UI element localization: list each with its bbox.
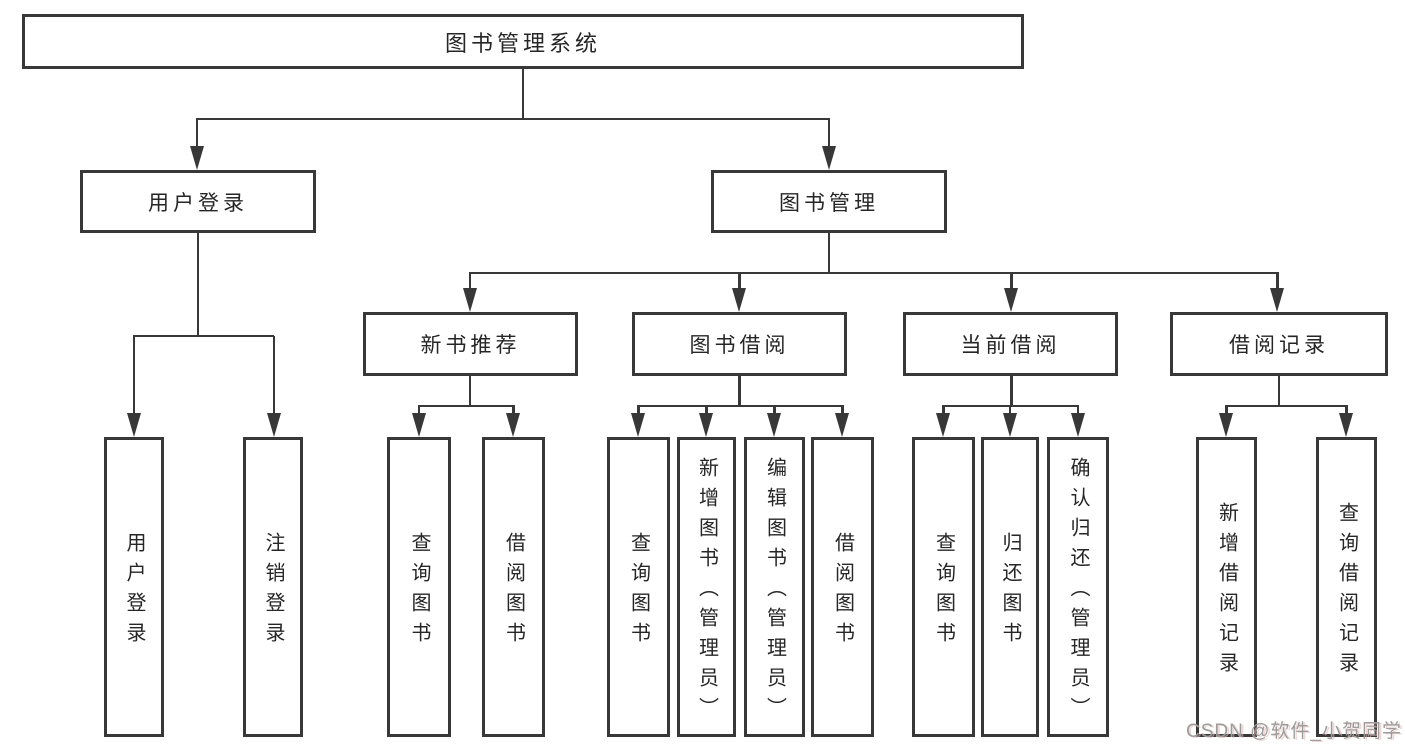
connector-borrow-stem — [738, 376, 741, 406]
leaf-query-books-borrow: 查询图书 — [607, 437, 670, 737]
connector-mgmt-drop-4 — [1276, 272, 1279, 290]
leaf-logout: 注销登录 — [243, 437, 303, 737]
leaf-query-borrow-record: 查询借阅记录 — [1316, 437, 1377, 737]
connector-recommend-hbar — [418, 404, 515, 407]
connector-current-drop-3 — [1076, 405, 1080, 415]
connector-recommend-drop-1 — [417, 405, 421, 415]
arrowhead-down — [462, 288, 477, 312]
connector-borrow-drop-2 — [705, 405, 708, 415]
arrowhead-down — [126, 413, 141, 437]
node-library-system: 图书管理系统 — [22, 14, 1024, 69]
connector-login-drop-2 — [272, 336, 276, 415]
connector-mgmt-hbar — [469, 271, 1279, 274]
node-current-borrow: 当前借阅 — [903, 312, 1118, 376]
arrowhead-down — [411, 413, 426, 437]
connector-login-hbar — [133, 334, 274, 337]
connector-mgmt-drop-3 — [1010, 272, 1013, 290]
connector-mgmt-drop-2 — [738, 272, 741, 290]
arrowhead-down — [1002, 413, 1017, 437]
node-user-login: 用户登录 — [80, 170, 316, 233]
connector-records-drop-1 — [1225, 405, 1228, 415]
connector-login-drop-1 — [132, 336, 136, 415]
arrowhead-down — [1219, 413, 1233, 437]
connector-borrow-drop-4 — [841, 405, 844, 415]
connector-root-drop-right — [827, 118, 831, 148]
arrowhead-down — [767, 413, 781, 437]
leaf-edit-books-admin: 编辑图书（管理员） — [744, 437, 805, 737]
connector-borrow-hbar — [637, 404, 844, 407]
node-borrow-records: 借阅记录 — [1170, 312, 1388, 376]
node-new-book-recommend: 新书推荐 — [363, 312, 578, 376]
leaf-borrow-books-recommend: 借阅图书 — [482, 437, 545, 737]
connector-mgmt-stem — [827, 233, 831, 273]
arrowhead-down — [835, 413, 849, 437]
arrowhead-down — [1270, 288, 1284, 312]
connector-login-stem — [196, 233, 200, 336]
arrowhead-down — [631, 413, 645, 437]
connector-recommend-stem — [468, 376, 472, 406]
arrowhead-down — [699, 413, 713, 437]
connector-borrow-drop-1 — [637, 405, 640, 415]
leaf-confirm-return-admin: 确认归还（管理员） — [1047, 437, 1109, 737]
arrowhead-down — [821, 146, 836, 170]
arrowhead-down — [1339, 413, 1353, 437]
csdn-watermark: CSDN @软件_小贺同学 — [1186, 721, 1402, 742]
connector-current-stem — [1010, 376, 1013, 406]
leaf-borrow-books: 借阅图书 — [811, 437, 874, 737]
connector-records-stem — [1277, 376, 1281, 406]
arrowhead-down — [506, 413, 520, 437]
arrowhead-down — [1070, 413, 1085, 437]
connector-records-hbar — [1225, 404, 1348, 407]
arrowhead-down — [732, 288, 746, 312]
arrowhead-down — [266, 413, 281, 437]
connector-borrow-drop-3 — [773, 405, 776, 415]
connector-root-hbar — [196, 117, 830, 120]
leaf-query-books-recommend: 查询图书 — [387, 437, 451, 737]
arrowhead-down — [1004, 288, 1018, 312]
connector-mgmt-drop-1 — [468, 272, 472, 290]
leaf-return-books: 归还图书 — [981, 437, 1039, 737]
connector-root-stem — [521, 69, 525, 119]
leaf-add-borrow-record: 新增借阅记录 — [1196, 437, 1257, 737]
connector-current-drop-2 — [1008, 405, 1012, 415]
arrowhead-down — [936, 413, 950, 437]
connector-recommend-drop-2 — [512, 405, 515, 415]
arrowhead-down — [189, 146, 204, 170]
connector-current-drop-1 — [942, 405, 945, 415]
node-book-borrow: 图书借阅 — [632, 312, 847, 376]
node-book-management: 图书管理 — [711, 170, 947, 233]
connector-records-drop-2 — [1345, 405, 1348, 415]
leaf-add-books-admin: 新增图书（管理员） — [677, 437, 736, 737]
connector-root-drop-left — [195, 118, 199, 148]
leaf-query-books-current: 查询图书 — [912, 437, 975, 737]
leaf-user-login: 用户登录 — [104, 437, 164, 737]
